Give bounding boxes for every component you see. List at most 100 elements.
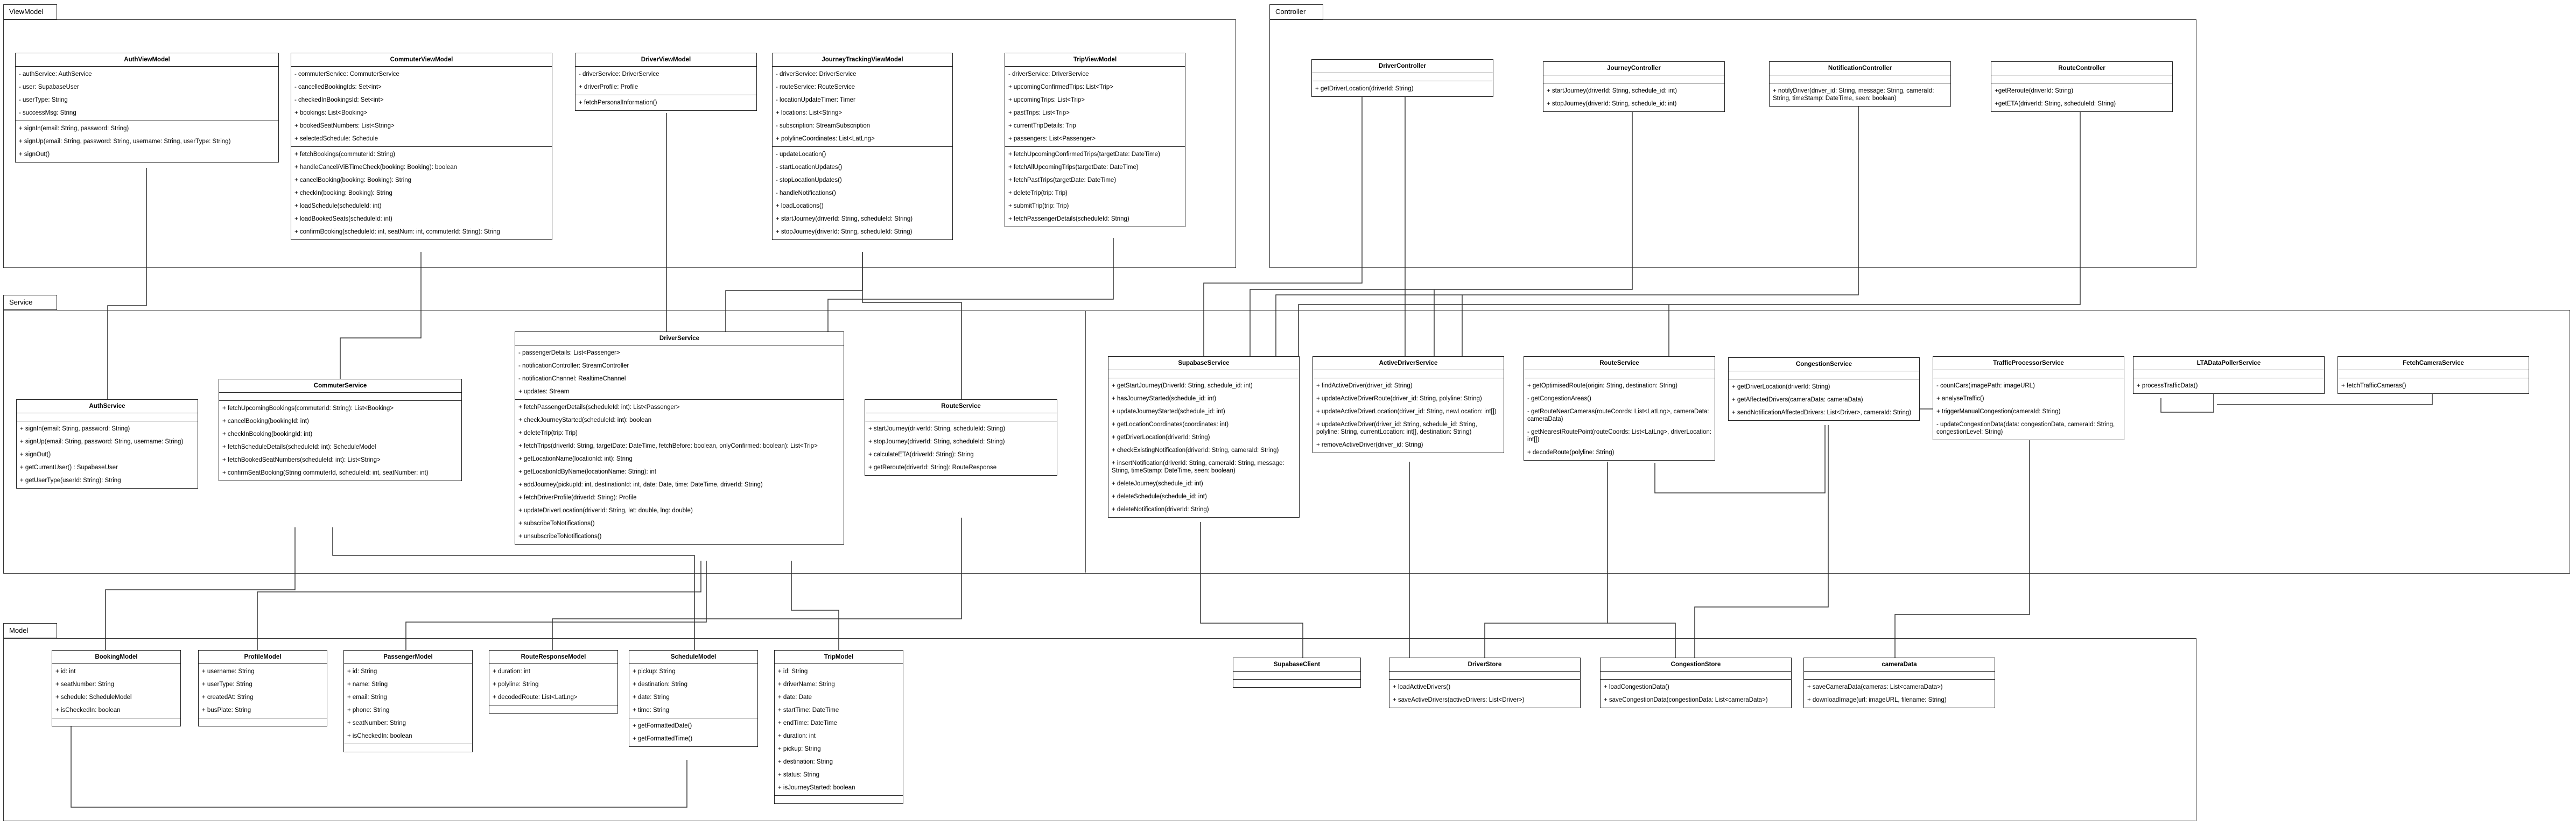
- methods-row: + signOut(): [20, 451, 51, 458]
- methods-row: + triggerManualCongestion(cameraId: Stri…: [1936, 408, 2061, 415]
- attributes-row: + selectedSchedule: Schedule: [294, 136, 378, 142]
- methods-row: + getDriverLocation(driverId: String): [1732, 384, 1830, 390]
- methods-row: + getDriverLocation(driverId: String): [1315, 86, 1414, 92]
- link-fetchcamera-lta: [2217, 389, 2433, 405]
- methods-section: - updateLocation()- startLocationUpdates…: [773, 147, 952, 239]
- attributes-row: + isJourneyStarted: boolean: [778, 785, 855, 791]
- class-drivercontroller: DriverController+ getDriverLocation(driv…: [1311, 59, 1493, 97]
- attributes-row: + bookedSeatNumbers: List<String>: [294, 123, 395, 129]
- attributes-row: + driverName: String: [778, 681, 835, 688]
- methods-section: [775, 796, 903, 803]
- attributes-row: + date: Date: [778, 694, 812, 701]
- methods-row: + saveActiveDrivers(activeDrivers: List<…: [1393, 697, 1525, 703]
- class-congestionservice: CongestionService + getDriverLocation(dri…: [1728, 357, 1920, 421]
- methods-row: + checkJourneyStarted(scheduleId: int): …: [518, 417, 652, 423]
- class-name: RouteService: [1524, 357, 1715, 370]
- link-traffic-cameradata: [1894, 391, 2030, 658]
- methods-section: + fetchUpcomingConfirmedTrips(targetDate…: [1005, 147, 1185, 227]
- methods-section: + signIn(email: String, password: String…: [17, 421, 198, 488]
- class-name: JourneyTrackingViewModel: [773, 53, 952, 67]
- methods-section: + notifyDriver(driver_id: String, messag…: [1770, 83, 1950, 106]
- link-driverservice-passenger: [405, 561, 707, 650]
- attributes-section: - driverService: DriverService+ upcoming…: [1005, 67, 1185, 147]
- attributes-row: - notificationChannel: RealtimeChannel: [518, 376, 626, 382]
- methods-row: + getOptimisedRoute(origin: String, dest…: [1527, 383, 1678, 389]
- class-routeservice-2: RouteService + getOptimisedRoute(origin: …: [1524, 356, 1715, 461]
- methods-row: + fetchDriverProfile(driverId: String): …: [518, 495, 637, 501]
- attributes-row: + username: String: [202, 668, 255, 675]
- methods-row: - stopLocationUpdates(): [776, 177, 842, 183]
- class-authviewmodel: AuthViewModel- authService: AuthService-…: [15, 53, 279, 163]
- methods-row: + analyseTraffic(): [1936, 396, 1984, 402]
- link-supabase-client: [1200, 522, 1303, 658]
- methods-row: + confirmSeatBooking(String commuterId, …: [222, 470, 429, 476]
- attributes-row: + passengers: List<Passenger>: [1008, 136, 1096, 142]
- class-trafficprocessorservice: TrafficProcessorService- countCars(image…: [1933, 356, 2124, 440]
- attributes-section: [1543, 75, 1724, 83]
- attributes-row: + seatNumber: String: [55, 681, 114, 688]
- methods-row: - updateLocation(): [776, 151, 826, 158]
- methods-row: + signUp(email: String, password: String…: [19, 138, 231, 145]
- class-name: CongestionService: [1729, 358, 1919, 371]
- class-name: ActiveDriverService: [1313, 357, 1504, 370]
- methods-row: + deleteJourney(schedule_id: int): [1112, 481, 1203, 487]
- methods-row: + getReroute(driverId: String): RouteRes…: [868, 464, 997, 471]
- methods-row: + signOut(): [19, 151, 50, 158]
- attributes-row: + id: String: [778, 668, 808, 675]
- attributes-section: + id: String + driverName: String + date: …: [775, 664, 903, 796]
- methods-section: + fetchTrafficCameras(): [2338, 378, 2529, 393]
- methods-row: +getETA(driverId: String, scheduleId: St…: [1995, 101, 2116, 107]
- attributes-row: + name: String: [347, 681, 388, 688]
- methods-row: + loadActiveDrivers(): [1393, 684, 1451, 690]
- attributes-row: + bookings: List<Booking>: [294, 110, 368, 116]
- package-tab-model: Model: [3, 623, 57, 638]
- link-commuterviewmodel-commuterservice: [340, 252, 422, 379]
- attributes-section: + duration: int+ polyline: String+ decod…: [489, 664, 617, 705]
- methods-row: - handleNotifications(): [776, 190, 836, 196]
- methods-row: + saveCameraData(cameras: List<cameraDat…: [1807, 684, 1943, 690]
- methods-row: + findActiveDriver(driver_id: String): [1316, 383, 1413, 389]
- attributes-row: - cancelledBookingIds: Set<int>: [294, 84, 382, 90]
- class-name: FetchCameraService: [2338, 357, 2529, 370]
- methods-section: + fetchPassengerDetails(scheduleId: int)…: [515, 400, 844, 544]
- class-activedriverservice: ActiveDriverService + findActiveDriver(dr…: [1312, 356, 1504, 453]
- methods-row: + downloadImage(url: imageURL, filename:…: [1807, 697, 1947, 703]
- attributes-row: + decodedRoute: List<LatLng>: [493, 694, 578, 701]
- methods-row: - getRouteNearCameras(routeCoords: List<…: [1527, 408, 1711, 422]
- link-notificationcontroller: [1275, 104, 1859, 356]
- class-notificationcontroller: NotificationController+ notifyDriver(dri…: [1769, 61, 1951, 107]
- attributes-row: - passengerDetails: List<Passenger>: [518, 350, 620, 356]
- methods-row: + loadSchedule(scheduleId: int): [294, 203, 382, 209]
- methods-section: + getDriverLocation(driverId: String)+ g…: [1729, 379, 1919, 420]
- methods-row: + loadBookedSeats(scheduleId: int): [294, 216, 392, 222]
- methods-section: + signIn(email: String, password: String…: [16, 121, 278, 162]
- methods-section: [52, 718, 180, 726]
- link-drivercontroller-supabase: [1203, 91, 1363, 356]
- package-tab-service: Service: [3, 295, 57, 310]
- attributes-section: [2338, 370, 2529, 378]
- attributes-row: + phone: String: [347, 707, 390, 714]
- attributes-row: + userType: String: [202, 681, 252, 688]
- link-route2-congestionstore: [1608, 623, 1676, 658]
- methods-row: + getFormattedTime(): [633, 736, 693, 742]
- link-routecontroller: [1298, 104, 2081, 356]
- class-journeycontroller: JourneyController+ startJourney(driverId…: [1543, 61, 1725, 112]
- methods-row: + cancelBooking(booking: Booking): Strin…: [294, 177, 412, 183]
- class-bookingmodel: BookingModel+ id: int+ seatNumber: Strin…: [52, 650, 181, 726]
- attributes-row: + date: String: [633, 694, 670, 701]
- attributes-row: + pickup: String: [778, 746, 821, 752]
- methods-row: + updateActiveDriverRoute(driver_id: Str…: [1316, 396, 1482, 402]
- link-schedule-booking: [71, 722, 687, 808]
- methods-row: + checkInBooking(bookingId: int): [222, 431, 313, 437]
- attributes-section: + id: String+ name: String+ email: Strin…: [344, 664, 472, 744]
- methods-row: + loadCongestionData(): [1604, 684, 1669, 690]
- methods-row: - getCongestionAreas(): [1527, 396, 1591, 402]
- attributes-row: - user: SupabaseUser: [19, 84, 79, 90]
- class-name: SupabaseClient: [1233, 658, 1360, 672]
- class-name: PassengerModel: [344, 651, 472, 664]
- package-tab-controller: Controller: [1269, 4, 1323, 19]
- methods-row: + confirmBooking(scheduleId: int, seatNu…: [294, 229, 500, 235]
- methods-row: + deleteTrip(trip: Trip): [1008, 190, 1068, 196]
- methods-row: + updateDriverLocation(driverId: String,…: [518, 507, 693, 514]
- attributes-row: - routeService: RouteService: [776, 84, 855, 90]
